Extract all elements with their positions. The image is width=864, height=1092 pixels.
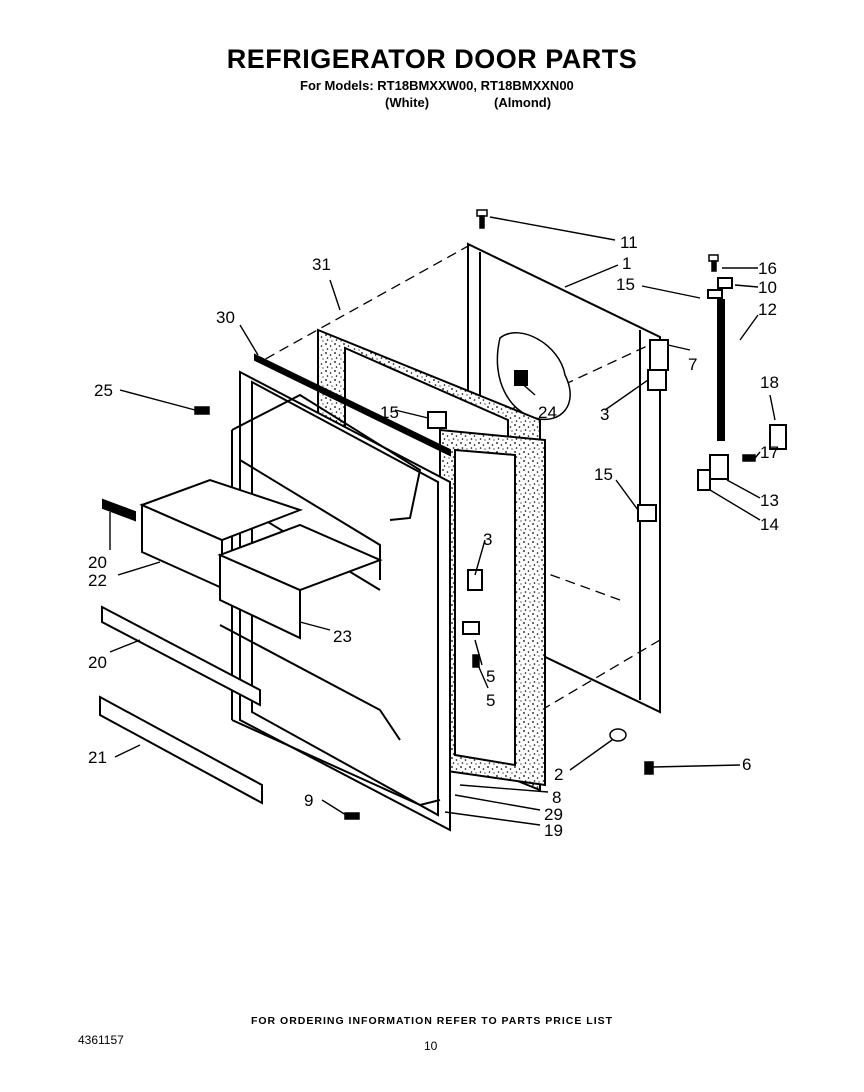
callout-20-top: 20 [88, 553, 107, 572]
screws [194, 209, 756, 820]
callout-9: 9 [304, 791, 313, 810]
callout-22: 22 [88, 571, 107, 590]
callout-31: 31 [312, 255, 331, 274]
callout-15-door: 15 [594, 465, 613, 484]
door-shelves [99, 353, 451, 805]
callout-10: 10 [758, 278, 777, 297]
callout-30: 30 [216, 308, 235, 327]
callout-4: 5 [486, 667, 495, 686]
callout-1: 1 [622, 254, 631, 273]
callout-5-gasket: 5 [486, 691, 495, 710]
callout-3-gasket: 3 [483, 530, 492, 549]
callout-25: 25 [94, 381, 113, 400]
callout-numbers: 11 1 16 10 15 12 7 18 3 17 15 13 14 6 2 … [88, 233, 779, 840]
callout-11: 13 [760, 491, 779, 510]
page-number: 10 [424, 1039, 438, 1053]
callout-17: 17 [760, 443, 779, 462]
page-title: REFRIGERATOR DOOR PARTS [226, 44, 638, 74]
callout-2: 2 [554, 765, 563, 784]
callout-5-bottom: 6 [742, 755, 751, 774]
callout-15-liner: 15 [380, 403, 399, 422]
hinge-hardware [427, 277, 787, 635]
callout-21: 21 [88, 748, 107, 767]
callout-16: 16 [758, 259, 777, 278]
callout-14: 15 [616, 275, 635, 294]
callout-20-middle: 20 [88, 653, 107, 672]
callout-3-hinge: 3 [600, 405, 609, 424]
door-label-cutout [496, 332, 571, 421]
callout-6: 11 [620, 233, 638, 252]
callout-7: 7 [688, 355, 697, 374]
callout-13: 14 [760, 515, 779, 534]
leader-lines [109, 216, 776, 826]
callout-8: 8 [552, 788, 561, 807]
callout-23: 23 [333, 627, 352, 646]
document-number: 4361157 [78, 1033, 124, 1047]
model-numbers: For Models: RT18BMXXW00, RT18BMXXN00 [300, 78, 574, 93]
callout-24: 24 [538, 403, 557, 422]
inner-door-liner [219, 370, 451, 832]
color-label-white: (White) [385, 95, 430, 110]
callout-29: 29 [544, 805, 563, 824]
callout-18: 18 [760, 373, 779, 392]
ordering-note: FOR ORDERING INFORMATION REFER TO PARTS … [250, 1015, 614, 1027]
callout-12: 12 [758, 300, 777, 319]
color-label-almond: (Almond) [494, 95, 552, 110]
callout-19: 19 [544, 821, 563, 840]
door-label-icon [514, 370, 528, 386]
